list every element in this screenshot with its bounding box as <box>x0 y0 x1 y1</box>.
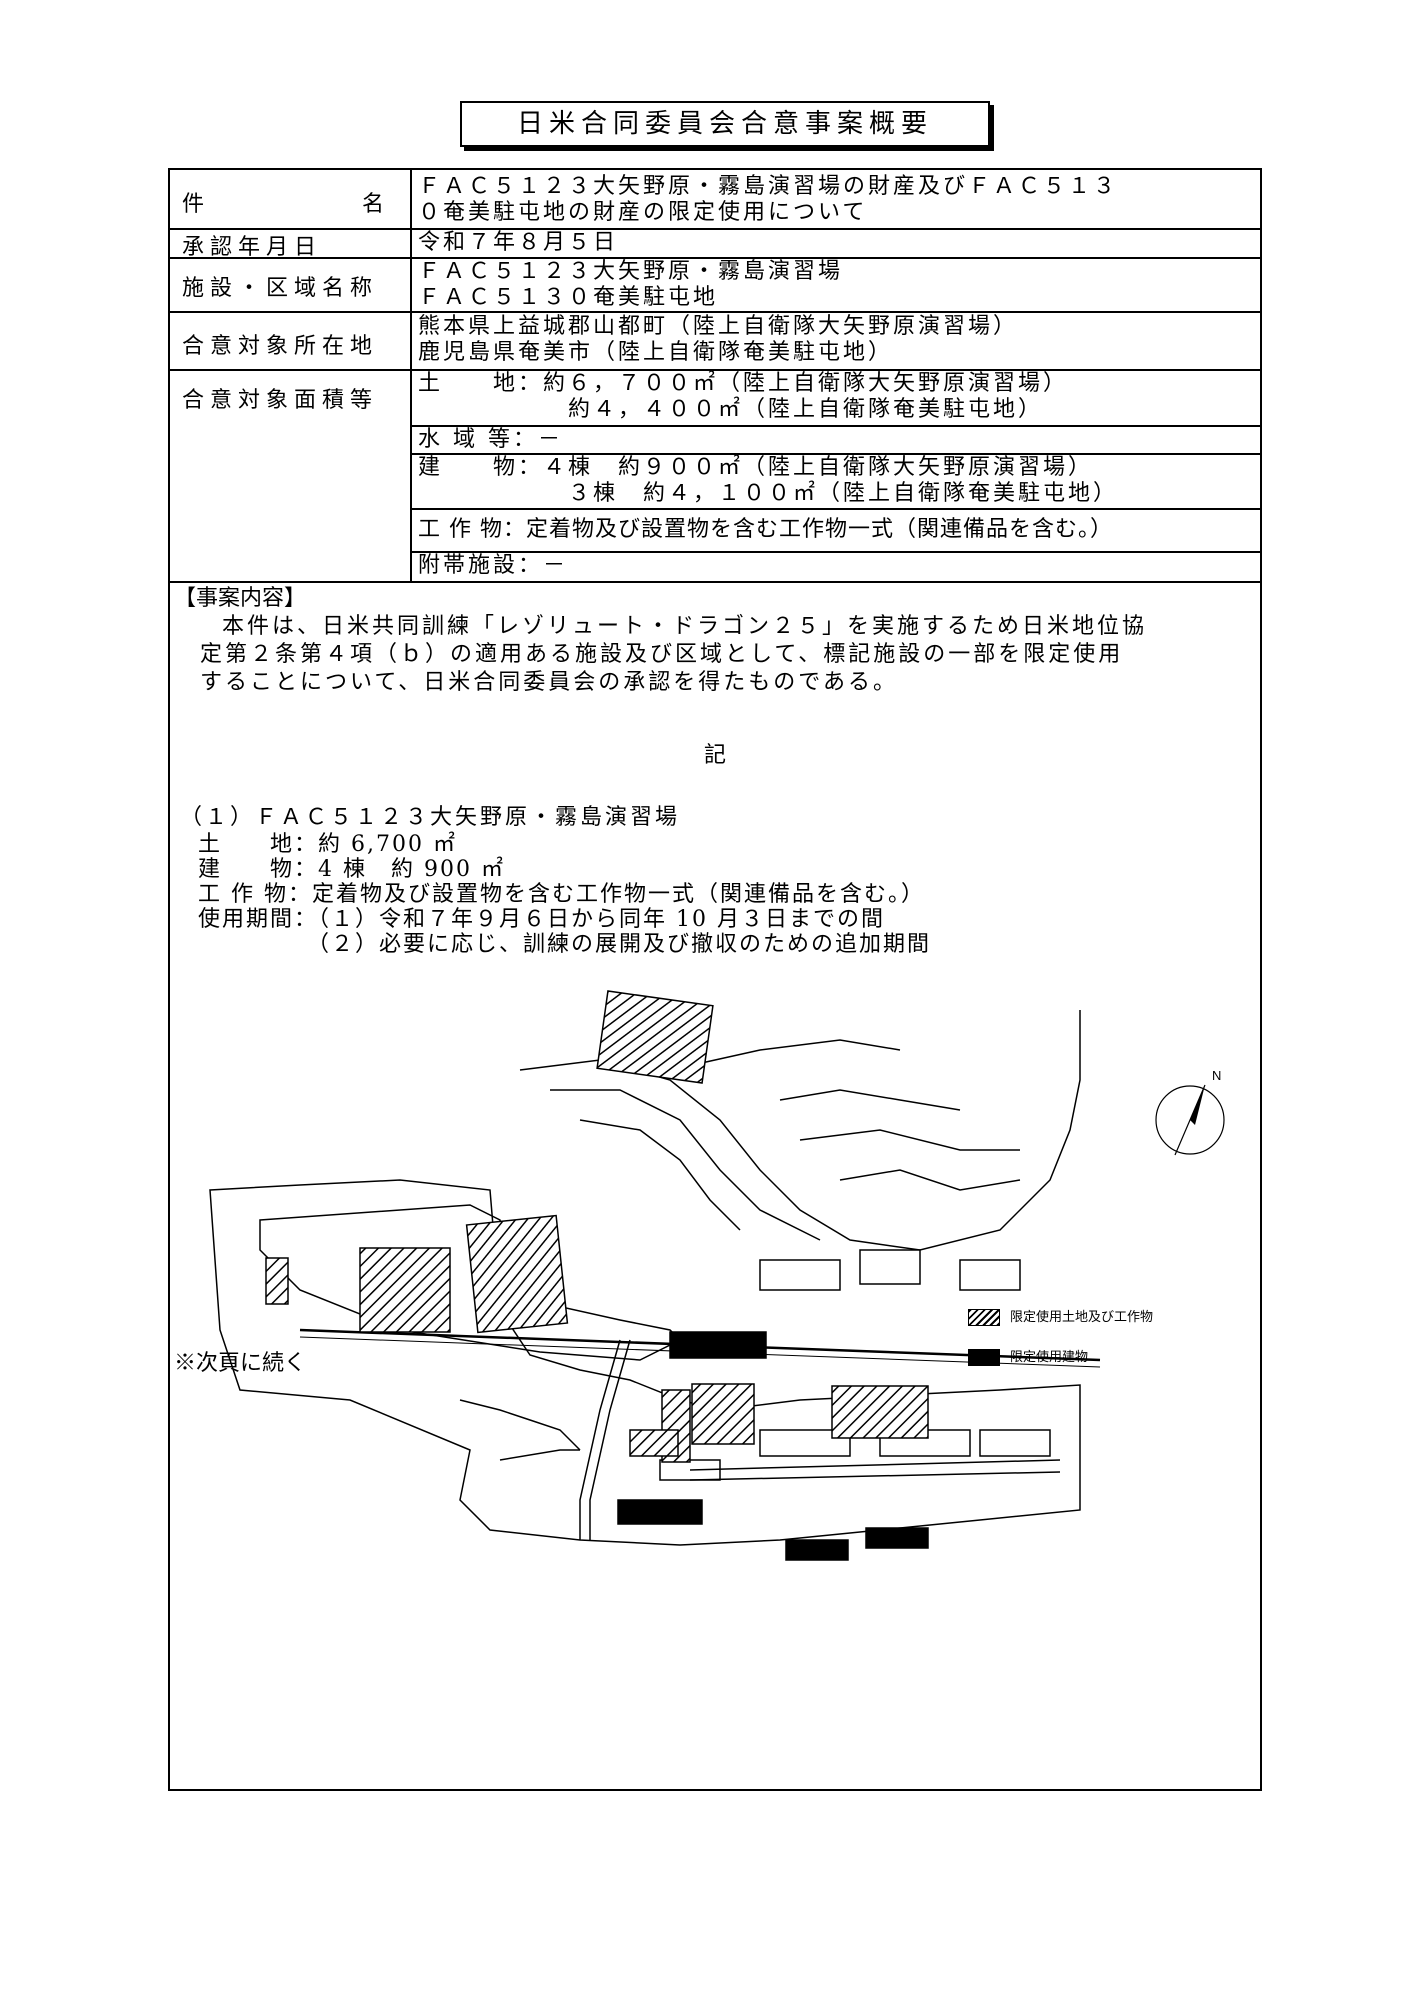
row-divider <box>170 228 1260 230</box>
paragraph-line-2: 定第２条第４項（ｂ）の適用ある施設及び区域として、標記施設の一部を限定使用 <box>200 642 1124 667</box>
water-key: 水 域 等： <box>418 427 538 452</box>
building-line-2: ３棟 約４，１００㎡（陸上自衛隊奄美駐屯地） <box>568 481 1119 506</box>
section-details: 土 地：約 6,700 ㎡ 建 物：4 棟 約 900 ㎡ 工 作 物：定着物及… <box>198 832 931 957</box>
row-divider <box>410 508 1260 510</box>
building-line-1: ４棟 約９００㎡（陸上自衛隊大矢野原演習場） <box>543 455 1094 480</box>
subject-value: ＦＡＣ５１２３大矢野原・霧島演習場の財産及びＦＡＣ５１３ ０奄美駐屯地の財産の限… <box>418 174 1118 226</box>
location-value: 熊本県上益城郡山都町（陸上自衛隊大矢野原演習場） 鹿児島県奄美市（陸上自衛隊奄美… <box>418 314 1018 366</box>
detail-building: 建 物：4 棟 約 900 ㎡ <box>198 857 505 882</box>
solid-swatch <box>968 1349 1000 1366</box>
paragraph-line-3: することについて、日米合同委員会の承認を得たものである。 <box>200 670 899 695</box>
site-map: N <box>209 990 1225 1561</box>
subject-line-1: ＦＡＣ５１２３大矢野原・霧島演習場の財産及びＦＡＣ５１３ <box>418 174 1119 199</box>
north-label: N <box>1212 1068 1221 1083</box>
detail-period-2: （２）必要に応じ、訓練の展開及び撤収のための追加期間 <box>198 932 932 957</box>
structure-value: 工 作 物：定着物及び設置物を含む工作物一式（関連備品を含む。） <box>418 517 1113 543</box>
north-arrow-icon: N <box>1155 1068 1225 1156</box>
annex-key: 附帯施設： <box>418 553 544 578</box>
facility-line-1: ＦＡＣ５１２３大矢野原・霧島演習場 <box>418 259 844 284</box>
land-line-2: 約４，４００㎡（陸上自衛隊奄美駐屯地） <box>568 397 1044 422</box>
ki-heading: 記 <box>704 743 727 768</box>
content-heading: 【事案内容】 <box>174 586 307 611</box>
facility-value: ＦＡＣ５１２３大矢野原・霧島演習場 ＦＡＣ５１３０奄美駐屯地 <box>418 259 843 311</box>
row-divider <box>170 257 1260 259</box>
location-line-2: 鹿児島県奄美市（陸上自衛隊奄美駐屯地） <box>418 340 894 365</box>
water-line: － <box>538 427 564 452</box>
hatched-swatch <box>968 1309 1000 1326</box>
continued-note: ※次頁に続く <box>174 1351 307 1376</box>
water-value: 水 域 等：－ <box>418 427 563 453</box>
row-divider <box>170 369 1260 371</box>
section-title: （１）ＦＡＣ５１２３大矢野原・霧島演習場 <box>180 805 681 830</box>
legend-hatched: 限定使用土地及び工作物 <box>968 1306 1153 1326</box>
label-area: 合意対象面積等 <box>182 388 379 413</box>
content-paragraph: 本件は、日米共同訓練「レゾリュート・ドラゴン２５」を実施するため日米地位協 定第… <box>200 613 1147 697</box>
row-divider <box>170 311 1260 313</box>
legend-hatched-label: 限定使用土地及び工作物 <box>1010 1310 1154 1325</box>
building-value: 建 物：４棟 約９００㎡（陸上自衛隊大矢野原演習場） ３棟 約４，１００㎡（陸上… <box>418 455 1118 507</box>
location-line-1: 熊本県上益城郡山都町（陸上自衛隊大矢野原演習場） <box>418 314 1019 339</box>
building-key: 建 物： <box>418 455 544 480</box>
label-location: 合意対象所在地 <box>182 334 379 359</box>
approval-date-value: 令和７年８月５日 <box>418 230 619 255</box>
paragraph-line-1: 本件は、日米共同訓練「レゾリュート・ドラゴン２５」を実施するため日米地位協 <box>222 614 1148 639</box>
land-line-1: 約６，７００㎡（陸上自衛隊大矢野原演習場） <box>543 371 1069 396</box>
label-facility: 施設・区域名称 <box>182 276 379 301</box>
detail-structure: 工 作 物：定着物及び設置物を含む工作物一式（関連備品を含む。） <box>198 882 925 907</box>
label-subject: 件名 <box>182 192 390 217</box>
label-approval-date: 承認年月日 <box>182 235 323 260</box>
structure-line: 定着物及び設置物を含む工作物一式（関連備品を含む。） <box>526 517 1114 542</box>
column-divider <box>410 170 412 581</box>
detail-land: 土 地：約 6,700 ㎡ <box>198 832 457 857</box>
structure-key: 工 作 物： <box>418 517 526 542</box>
page-title: 日米合同委員会合意事案概要 <box>460 101 990 147</box>
annex-value: 附帯施設：－ <box>418 553 568 579</box>
land-value: 土 地：約６，７００㎡（陸上自衛隊大矢野原演習場） 約４，４００㎡（陸上自衛隊奄… <box>418 371 1068 423</box>
row-divider <box>410 425 1260 427</box>
subject-line-2: ０奄美駐屯地の財産の限定使用について <box>418 200 868 225</box>
row-divider <box>410 453 1260 455</box>
land-key: 土 地： <box>418 371 544 396</box>
annex-line: － <box>543 553 569 578</box>
facility-line-2: ＦＡＣ５１３０奄美駐屯地 <box>418 285 719 310</box>
row-divider <box>170 581 1260 583</box>
detail-period-1: 使用期間：（１）令和７年９月６日から同年 10 月３日までの間 <box>198 907 885 932</box>
row-divider <box>410 551 1260 553</box>
summary-table: 件名 件名 承認年月日 施設・区域名称 合意対象所在地 合意対象面積等 ＦＡＣ５… <box>168 168 1262 1791</box>
